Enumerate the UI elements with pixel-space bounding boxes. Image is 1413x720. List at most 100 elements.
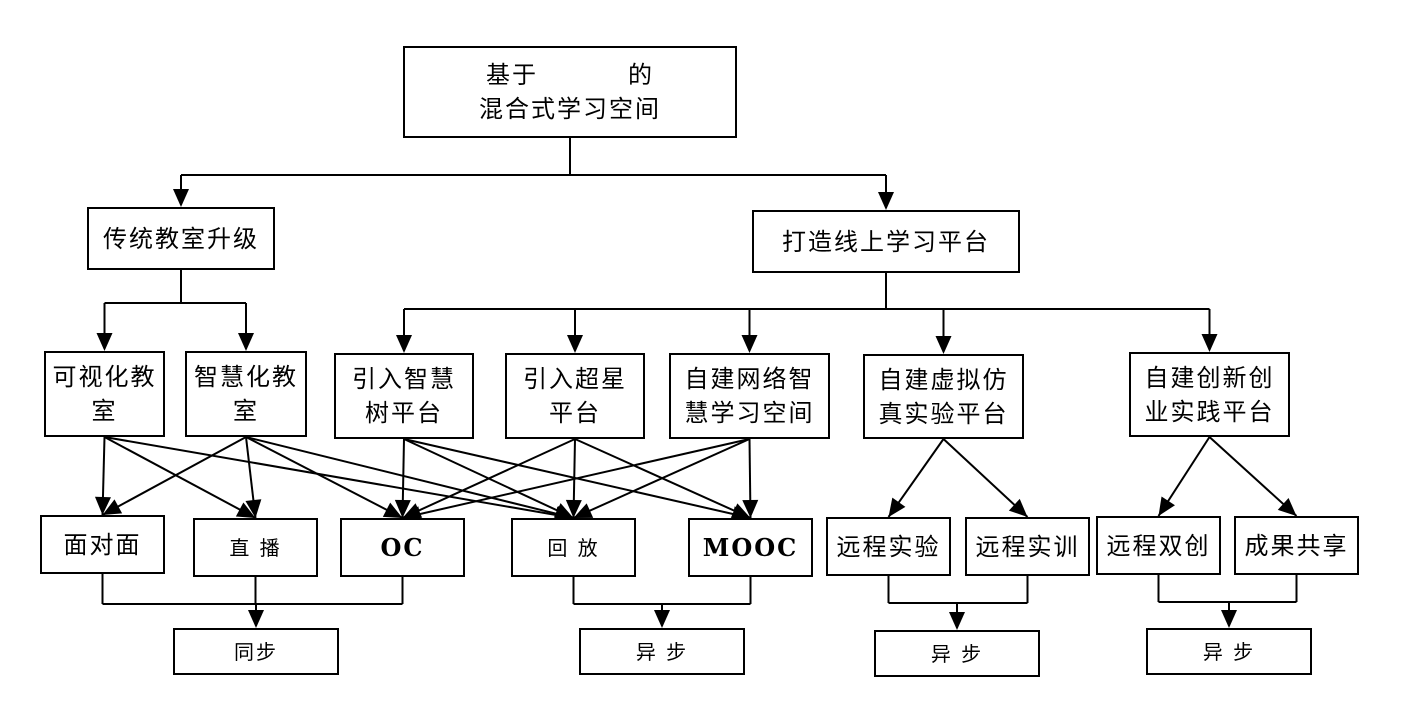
arrowhead-icon (396, 335, 412, 353)
arrowhead-icon (1277, 497, 1297, 516)
arrowhead-icon (1221, 610, 1237, 628)
fan-connector (403, 438, 574, 519)
node-label: 面对面 (63, 530, 142, 559)
async-node-1: 异 步 (579, 628, 745, 675)
arrowhead-icon (245, 499, 262, 518)
node-label: 打造线上学习平台 (782, 227, 990, 256)
arrowhead-icon (382, 502, 403, 518)
fan-connector (402, 438, 750, 519)
root-node: 基于 的 混合式学习空间 (403, 46, 737, 138)
arrowhead-icon (94, 496, 111, 515)
oc-node: OC (340, 518, 465, 577)
arrowhead-icon (565, 499, 582, 518)
node-label: MOOC (702, 532, 799, 562)
node-label-line: 自建虚拟仿 (878, 365, 1009, 394)
fan-connector (101, 436, 106, 516)
arrowhead-icon (102, 499, 123, 515)
fan-connector (402, 438, 576, 519)
arrowhead-icon (730, 503, 751, 518)
node-label-line: 引入智慧 (352, 365, 456, 393)
fan-connector (104, 436, 574, 519)
async-node-2: 异 步 (874, 630, 1040, 677)
node-label-line: 智慧化教 (194, 363, 298, 391)
node-label: 异 步 (635, 639, 689, 664)
arrowhead-icon (553, 503, 574, 518)
node-label-line: 可视化教 (52, 363, 157, 391)
fan-connector (401, 438, 405, 519)
node-label-line: 慧学习空间 (684, 399, 815, 427)
sync-node: 同步 (173, 628, 339, 675)
arrowhead-icon (567, 335, 583, 353)
fan-connector (403, 438, 751, 519)
arrowhead-icon (935, 336, 952, 354)
arrowhead-icon (949, 612, 965, 630)
fan-connector (942, 438, 1029, 518)
node-label-line: 树平台 (365, 399, 443, 427)
fan-connector (887, 438, 945, 518)
node-label-line: 室 (91, 397, 118, 425)
node-label: 成果共享 (1244, 531, 1349, 560)
arrowhead-icon (394, 499, 411, 518)
root-suffix: 的 (628, 61, 654, 89)
visual-classroom-node: 可视化教 室 (44, 351, 165, 437)
remote-experiment-node: 远程实验 (826, 517, 951, 576)
arrowhead-icon (1201, 334, 1218, 352)
arrowhead-icon (573, 503, 594, 518)
online-platform-node: 打造线上学习平台 (752, 210, 1020, 273)
node-label: 异 步 (930, 641, 984, 666)
live-broadcast-node: 直 播 (193, 518, 318, 577)
fan-connector (573, 438, 750, 519)
node-label-line: 业实践平台 (1144, 397, 1275, 426)
fan-connector (102, 436, 247, 516)
arrowhead-icon (878, 192, 894, 210)
root-line-2: 混合式学习空间 (479, 95, 661, 123)
node-label-line: 自建网络智 (684, 365, 815, 393)
fan-connector (245, 436, 257, 519)
arrowhead-icon (96, 333, 113, 351)
node-label: 回 放 (547, 535, 600, 560)
self-built-network-space-node: 自建网络智 慧学习空间 (669, 353, 830, 439)
fan-connector (574, 438, 751, 519)
node-label: 远程双创 (1106, 531, 1211, 560)
node-label: 远程实训 (975, 532, 1080, 561)
mooc-node: MOOC (688, 518, 813, 577)
node-label: 远程实验 (836, 532, 941, 561)
node-label: 传统教室升级 (103, 224, 259, 253)
fan-connector (104, 436, 256, 519)
zhihuishu-platform-node: 引入智慧 树平台 (334, 353, 474, 439)
remote-training-node: 远程实训 (965, 517, 1090, 576)
arrowhead-icon (742, 499, 759, 518)
arrowhead-icon (248, 610, 264, 628)
arrowhead-icon (235, 502, 256, 518)
innovation-practice-platform-node: 自建创新创 业实践平台 (1129, 352, 1290, 437)
node-label-line: 室 (233, 397, 259, 425)
remote-innovation-node: 远程双创 (1096, 516, 1221, 575)
node-label: 直 播 (229, 535, 282, 560)
arrowhead-icon (173, 189, 189, 207)
node-label-line: 真实验平台 (878, 399, 1009, 428)
virtual-lab-platform-node: 自建虚拟仿 真实验平台 (863, 354, 1024, 439)
arrowhead-icon (888, 497, 906, 517)
arrowhead-icon (1158, 496, 1175, 516)
node-label: 异 步 (1202, 639, 1256, 664)
node-label-line: 自建创新创 (1144, 363, 1275, 392)
fan-connector (245, 436, 403, 519)
fan-connector (1208, 436, 1298, 517)
node-label: OC (380, 532, 425, 562)
arrowhead-icon (654, 610, 670, 628)
replay-node: 回 放 (511, 518, 636, 577)
node-label-line: 引入超星 (523, 365, 627, 393)
chaoxing-platform-node: 引入超星 平台 (505, 353, 645, 439)
fan-connector (572, 438, 576, 519)
async-node-3: 异 步 (1146, 628, 1312, 675)
root-line-1: 基于 的 (486, 58, 654, 92)
traditional-classroom-node: 传统教室升级 (87, 207, 275, 270)
fan-connector (245, 436, 574, 519)
result-sharing-node: 成果共享 (1234, 516, 1359, 575)
arrowhead-icon (402, 503, 423, 518)
fan-connector (748, 438, 752, 519)
arrowhead-icon (1008, 498, 1028, 517)
root-prefix: 基于 (486, 61, 538, 89)
arrowhead-icon (741, 335, 758, 353)
